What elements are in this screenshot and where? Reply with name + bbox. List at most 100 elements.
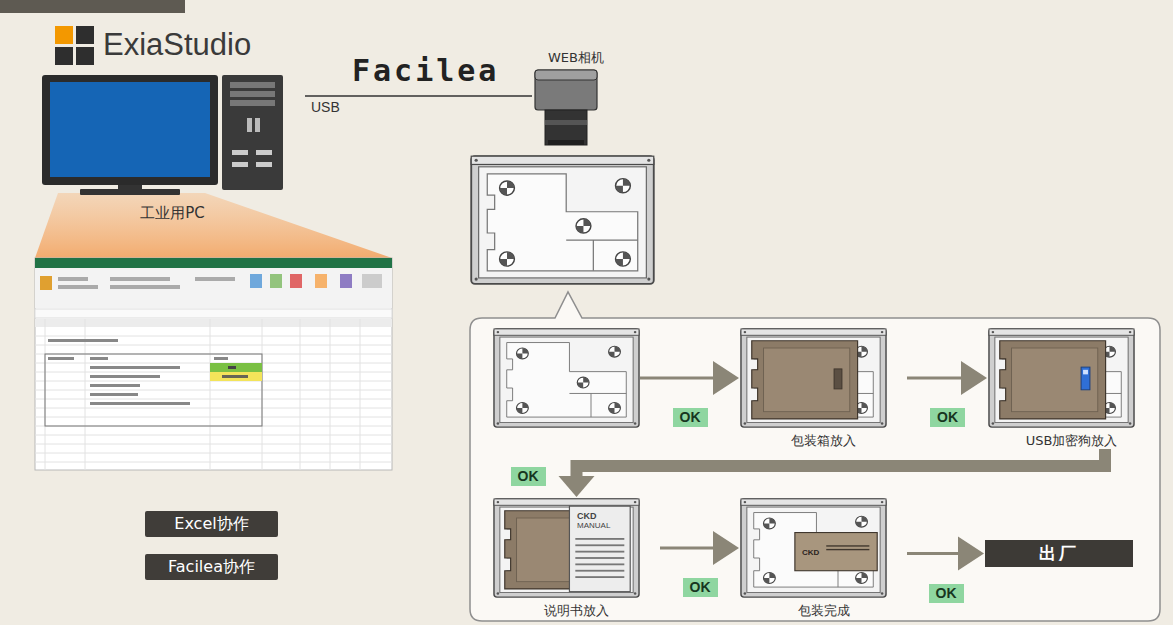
excel-screenshot [110,285,180,289]
excel-screenshot [214,357,228,360]
tower-pc [222,75,283,190]
excel-screenshot [35,390,392,391]
excel-screenshot [48,357,74,360]
tray-complete [741,499,886,597]
tower-pc [232,150,248,155]
excel-screenshot [58,285,98,289]
excel-screenshot [35,453,392,454]
monitor [50,82,210,177]
manual-text: MANUAL [577,521,610,531]
monitor [42,75,218,195]
excel-screenshot [35,268,392,308]
excel-screenshot [300,319,301,470]
node-text: Facilea协作 [168,557,255,578]
exia-logo [55,26,94,65]
ok-badge: OK [683,578,718,597]
connector [559,449,1106,497]
flow-line [660,547,716,550]
tower-pc [222,75,283,190]
pc-node: 工业用PC [40,72,305,223]
tray-usb [1081,367,1090,390]
tray-complete [741,499,886,597]
exia-logo [55,26,73,44]
tray-box [741,329,886,427]
excel-screenshot [290,274,302,288]
excel-screenshot [90,366,180,369]
tray-manual [575,551,624,553]
flow-line [907,552,961,555]
excel-screenshot [110,277,170,281]
tower-pc [256,150,272,155]
shipment-box: 出厂 [985,540,1133,567]
manual-text: CKD [577,511,597,521]
excel-screenshot [35,444,392,445]
header-tab [0,0,185,13]
node-text: 包装完成 [740,603,907,619]
connector [907,537,984,571]
web-camera [548,140,584,145]
excel-screenshot [90,375,160,378]
excel-screenshot [35,417,392,418]
tray-manual [575,557,624,559]
excel-screenshot [228,366,236,369]
tray-box [752,341,858,419]
excel-screenshot [90,393,138,396]
excel-screenshot [35,258,392,470]
tray-manual [575,563,624,565]
exia-logo [76,47,94,65]
screen-glow [35,193,392,258]
node-text: 包装箱放入 [740,433,907,449]
tray-empty [494,329,639,427]
excel-screenshot [222,375,248,378]
ok-badge: OK [930,408,965,427]
excel-screenshot [210,372,262,381]
arrowhead [559,476,595,497]
tray-complete [826,549,869,550]
excel-screenshot [35,399,392,400]
tray-manual [575,544,624,546]
tower-pc [232,162,248,167]
excel-screenshot [35,462,392,463]
excel-screenshot [360,319,361,470]
excel-screenshot [35,258,392,268]
process-step: USB加密狗放入 [988,328,1155,449]
node-text: 工业用PC [40,203,305,223]
camera-node: WEB相机 [532,46,620,146]
excel-screenshot [315,274,327,288]
tray-box [834,369,842,389]
excel-screenshot [362,274,382,288]
excel-screenshot [270,274,282,288]
node-text: 说明书放入 [493,603,660,619]
node-text: WEB相机 [532,50,620,66]
node-text: Excel协作 [174,514,248,535]
ok-badge: OK [673,408,708,427]
tray-box [741,329,886,427]
process-panel [470,292,1160,621]
excel-screenshot [250,274,262,288]
excel-screenshot [35,336,392,337]
excel-screenshot [35,258,392,470]
feature-tag: Facilea协作 [145,554,278,580]
excel-screenshot [340,274,352,288]
tray-usb [1000,341,1106,419]
tray-manual [494,499,639,597]
web-camera [535,70,597,80]
excel-screenshot [330,319,331,470]
excel-screenshot [90,357,108,360]
exia-logo [55,47,73,65]
arrowhead [713,361,739,395]
excel-screenshot [35,408,392,409]
excel-screenshot [90,402,190,405]
excel-screenshot [45,354,262,426]
tray-complete [826,545,869,546]
tower-pc [256,162,272,167]
tower-pc [230,82,275,88]
monitor [80,189,180,195]
excel-screenshot [58,277,88,281]
excel-screenshot [35,319,392,470]
tray-large [471,156,654,284]
tower-pc [255,118,260,132]
ok-badge: OK [929,584,964,603]
web-camera [535,70,597,145]
